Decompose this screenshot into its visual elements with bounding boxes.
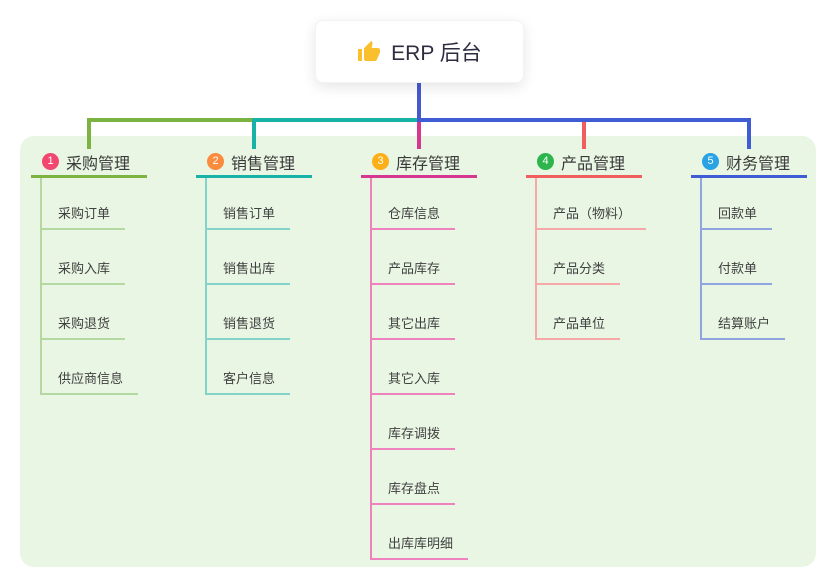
branch-node[interactable]: 5 财务管理 bbox=[691, 151, 807, 178]
child-node[interactable]: 产品库存 bbox=[372, 258, 456, 285]
child-node[interactable]: 产品单位 bbox=[537, 313, 621, 340]
child-node[interactable]: 产品（物料） bbox=[537, 203, 647, 230]
child-node[interactable]: 销售订单 bbox=[207, 203, 291, 230]
branch-title: 采购管理 bbox=[66, 155, 131, 173]
branch-children: 采购订单采购入库采购退货供应商信息 bbox=[40, 178, 139, 395]
child-row: 产品（物料） bbox=[537, 178, 647, 230]
child-row: 产品单位 bbox=[537, 285, 621, 340]
child-node[interactable]: 产品分类 bbox=[537, 258, 621, 285]
child-node[interactable]: 仓库信息 bbox=[372, 203, 456, 230]
child-row: 其它入库 bbox=[372, 340, 456, 395]
child-node[interactable]: 供应商信息 bbox=[42, 368, 139, 395]
branch-children: 回款单付款单结算账户 bbox=[700, 178, 786, 340]
child-row: 库存盘点 bbox=[372, 450, 456, 505]
child-node[interactable]: 销售出库 bbox=[207, 258, 291, 285]
child-row: 产品分类 bbox=[537, 230, 621, 285]
child-node[interactable]: 出库库明细 bbox=[372, 533, 469, 560]
connector-line bbox=[582, 118, 586, 149]
child-row: 付款单 bbox=[702, 230, 773, 285]
child-row: 采购订单 bbox=[42, 178, 126, 230]
child-row: 销售退货 bbox=[207, 285, 291, 340]
branch-node[interactable]: 3 库存管理 bbox=[361, 151, 477, 178]
branch-node[interactable]: 4 产品管理 bbox=[526, 151, 642, 178]
child-row: 采购退货 bbox=[42, 285, 126, 340]
connector-line bbox=[417, 83, 421, 122]
mindmap-panel bbox=[20, 136, 816, 567]
child-node[interactable]: 采购入库 bbox=[42, 258, 126, 285]
branch-title: 产品管理 bbox=[561, 155, 626, 173]
branch-children: 销售订单销售出库销售退货客户信息 bbox=[205, 178, 291, 395]
branch-number-badge: 4 bbox=[537, 153, 554, 170]
child-row: 结算账户 bbox=[702, 285, 786, 340]
branch-1: 1 采购管理采购订单采购入库采购退货供应商信息 bbox=[31, 151, 147, 395]
child-node[interactable]: 结算账户 bbox=[702, 313, 786, 340]
child-row: 仓库信息 bbox=[372, 178, 456, 230]
connector-line bbox=[252, 118, 421, 122]
connector-line bbox=[747, 118, 751, 149]
child-row: 采购入库 bbox=[42, 230, 126, 285]
branch-number-badge: 3 bbox=[372, 153, 389, 170]
child-row: 销售出库 bbox=[207, 230, 291, 285]
branch-title: 财务管理 bbox=[726, 155, 791, 173]
child-row: 产品库存 bbox=[372, 230, 456, 285]
child-node[interactable]: 其它出库 bbox=[372, 313, 456, 340]
branch-node[interactable]: 2 销售管理 bbox=[196, 151, 312, 178]
branch-number-badge: 5 bbox=[702, 153, 719, 170]
child-row: 销售订单 bbox=[207, 178, 291, 230]
child-row: 回款单 bbox=[702, 178, 773, 230]
child-row: 供应商信息 bbox=[42, 340, 139, 395]
child-node[interactable]: 其它入库 bbox=[372, 368, 456, 395]
connector-line bbox=[87, 118, 91, 149]
branch-title: 库存管理 bbox=[396, 155, 461, 173]
child-row: 其它出库 bbox=[372, 285, 456, 340]
child-node[interactable]: 销售退货 bbox=[207, 313, 291, 340]
child-node[interactable]: 库存盘点 bbox=[372, 478, 456, 505]
branch-children: 仓库信息产品库存其它出库其它入库库存调拨库存盘点出库库明细 bbox=[370, 178, 469, 560]
branch-5: 5 财务管理回款单付款单结算账户 bbox=[691, 151, 807, 340]
branch-3: 3 库存管理仓库信息产品库存其它出库其它入库库存调拨库存盘点出库库明细 bbox=[361, 151, 477, 560]
child-node[interactable]: 付款单 bbox=[702, 258, 773, 285]
connector-line bbox=[417, 118, 751, 122]
connector-line bbox=[252, 118, 256, 149]
child-node[interactable]: 客户信息 bbox=[207, 368, 291, 395]
child-node[interactable]: 回款单 bbox=[702, 203, 773, 230]
branch-number-badge: 1 bbox=[42, 153, 59, 170]
root-node[interactable]: ERP 后台 bbox=[315, 20, 524, 83]
child-row: 客户信息 bbox=[207, 340, 291, 395]
child-node[interactable]: 库存调拨 bbox=[372, 423, 456, 450]
branch-node[interactable]: 1 采购管理 bbox=[31, 151, 147, 178]
branch-number-badge: 2 bbox=[207, 153, 224, 170]
branch-2: 2 销售管理销售订单销售出库销售退货客户信息 bbox=[196, 151, 312, 395]
root-node-label: ERP 后台 bbox=[391, 41, 482, 65]
child-row: 库存调拨 bbox=[372, 395, 456, 450]
connector-line bbox=[417, 118, 421, 149]
branch-4: 4 产品管理产品（物料） 产品分类产品单位 bbox=[526, 151, 647, 340]
thumbs-up-icon bbox=[358, 40, 381, 61]
child-node[interactable]: 采购退货 bbox=[42, 313, 126, 340]
child-row: 出库库明细 bbox=[372, 505, 469, 560]
child-node[interactable]: 采购订单 bbox=[42, 203, 126, 230]
branch-title: 销售管理 bbox=[231, 155, 296, 173]
branch-children: 产品（物料） 产品分类产品单位 bbox=[535, 178, 647, 340]
